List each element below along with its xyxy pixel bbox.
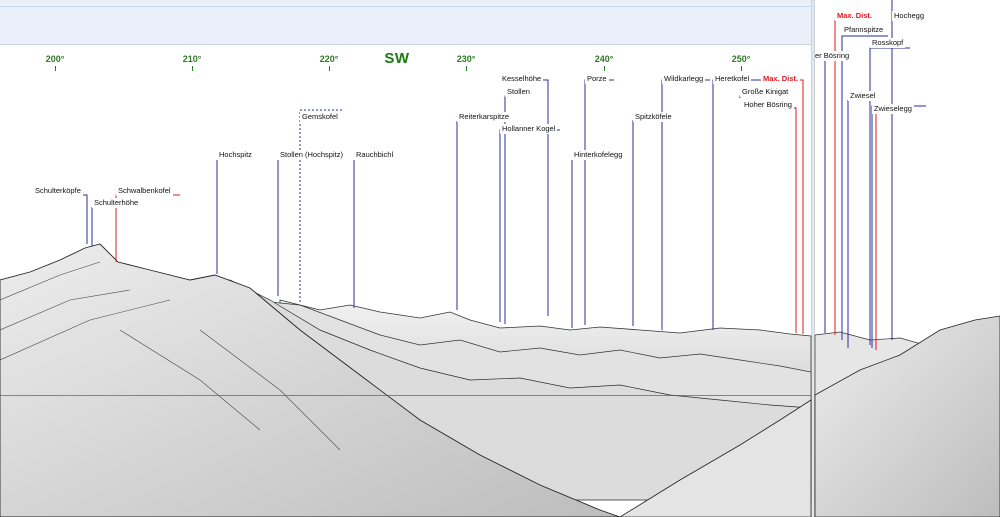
split-view-divider[interactable]: [811, 0, 815, 517]
peak-label-stollen[interactable]: Stollen: [505, 87, 532, 97]
peak-label-spitzkoefele[interactable]: Spitzköfele: [633, 112, 674, 122]
toolbar-area: [0, 0, 811, 45]
compass-tick-200: 200°: [45, 54, 65, 64]
compass-tick-mark: [604, 66, 605, 71]
toolbar-divider: [0, 6, 811, 7]
right-peak-label-hochegg[interactable]: Hochegg: [892, 11, 927, 21]
peak-label-hochspitz[interactable]: Hochspitz: [217, 150, 254, 160]
compass-tick-220: 220°: [319, 54, 339, 64]
peak-label-hinterkofelegg[interactable]: Hinterkofelegg: [572, 150, 625, 160]
compass-tick-mark: [329, 66, 330, 71]
right-peak-label-zwiesel[interactable]: Zwiesel: [848, 91, 878, 101]
right-ridge-near: [814, 315, 1000, 517]
compass-tick-230: 230°: [456, 54, 476, 64]
peak-label-rauchbichl[interactable]: Rauchbichl: [354, 150, 396, 160]
peak-label-kesselhoehe[interactable]: Kesselhöhe: [500, 74, 544, 84]
compass-direction: SW: [384, 50, 410, 67]
right-peak-label-boesring[interactable]: er Bösring: [815, 51, 852, 61]
peak-label-gemskofel[interactable]: Gemskofel: [300, 112, 340, 122]
peak-label-reiterkarspitze[interactable]: Reiterkarspitze: [457, 112, 512, 122]
compass-tick-mark: [192, 66, 193, 71]
compass-tick-250: 250°: [731, 54, 751, 64]
peak-label-schwalbenkofel[interactable]: Schwalbenkofel: [116, 186, 173, 196]
compass-tick-mark: [55, 66, 56, 71]
peak-label-hoher-boesring[interactable]: Hoher Bösring: [742, 100, 794, 110]
peak-label-stollen-hochspitz[interactable]: Stollen (Hochspitz): [278, 150, 345, 160]
right-peak-label-rosskopf[interactable]: Rosskopf: [870, 38, 906, 48]
peak-label-wildkarlegg[interactable]: Wildkarlegg: [662, 74, 706, 84]
ridge-main: [0, 243, 621, 517]
ridge-foreground-right: [619, 399, 812, 517]
peak-label-max-dist[interactable]: Max. Dist.: [761, 74, 801, 84]
right-peak-label-pfannspitze[interactable]: Pfannspitze: [842, 25, 886, 35]
compass-tick-240: 240°: [594, 54, 614, 64]
peak-label-porze[interactable]: Porze: [585, 74, 609, 84]
peak-label-schulterkoepfe[interactable]: Schulterköpfe: [33, 186, 83, 196]
peak-label-schulterhoehe[interactable]: Schulterhöhe: [92, 198, 141, 208]
ridge-main-lines: [0, 261, 341, 451]
peak-label-hollanner-kogel[interactable]: Hollanner Kogel: [500, 124, 558, 134]
peak-label-heretkofel[interactable]: Heretkofel: [713, 74, 752, 84]
compass-tick-mark: [741, 66, 742, 71]
horizon-line: [0, 395, 811, 396]
right-peak-label-zwieselegg[interactable]: Zwieselegg: [872, 104, 914, 114]
peak-label-grosse-kinigat[interactable]: Große Kinigat: [740, 87, 791, 97]
right-peak-label-max-dist[interactable]: Max. Dist.: [835, 11, 875, 21]
compass-tick-mark: [466, 66, 467, 71]
compass-tick-210: 210°: [182, 54, 202, 64]
